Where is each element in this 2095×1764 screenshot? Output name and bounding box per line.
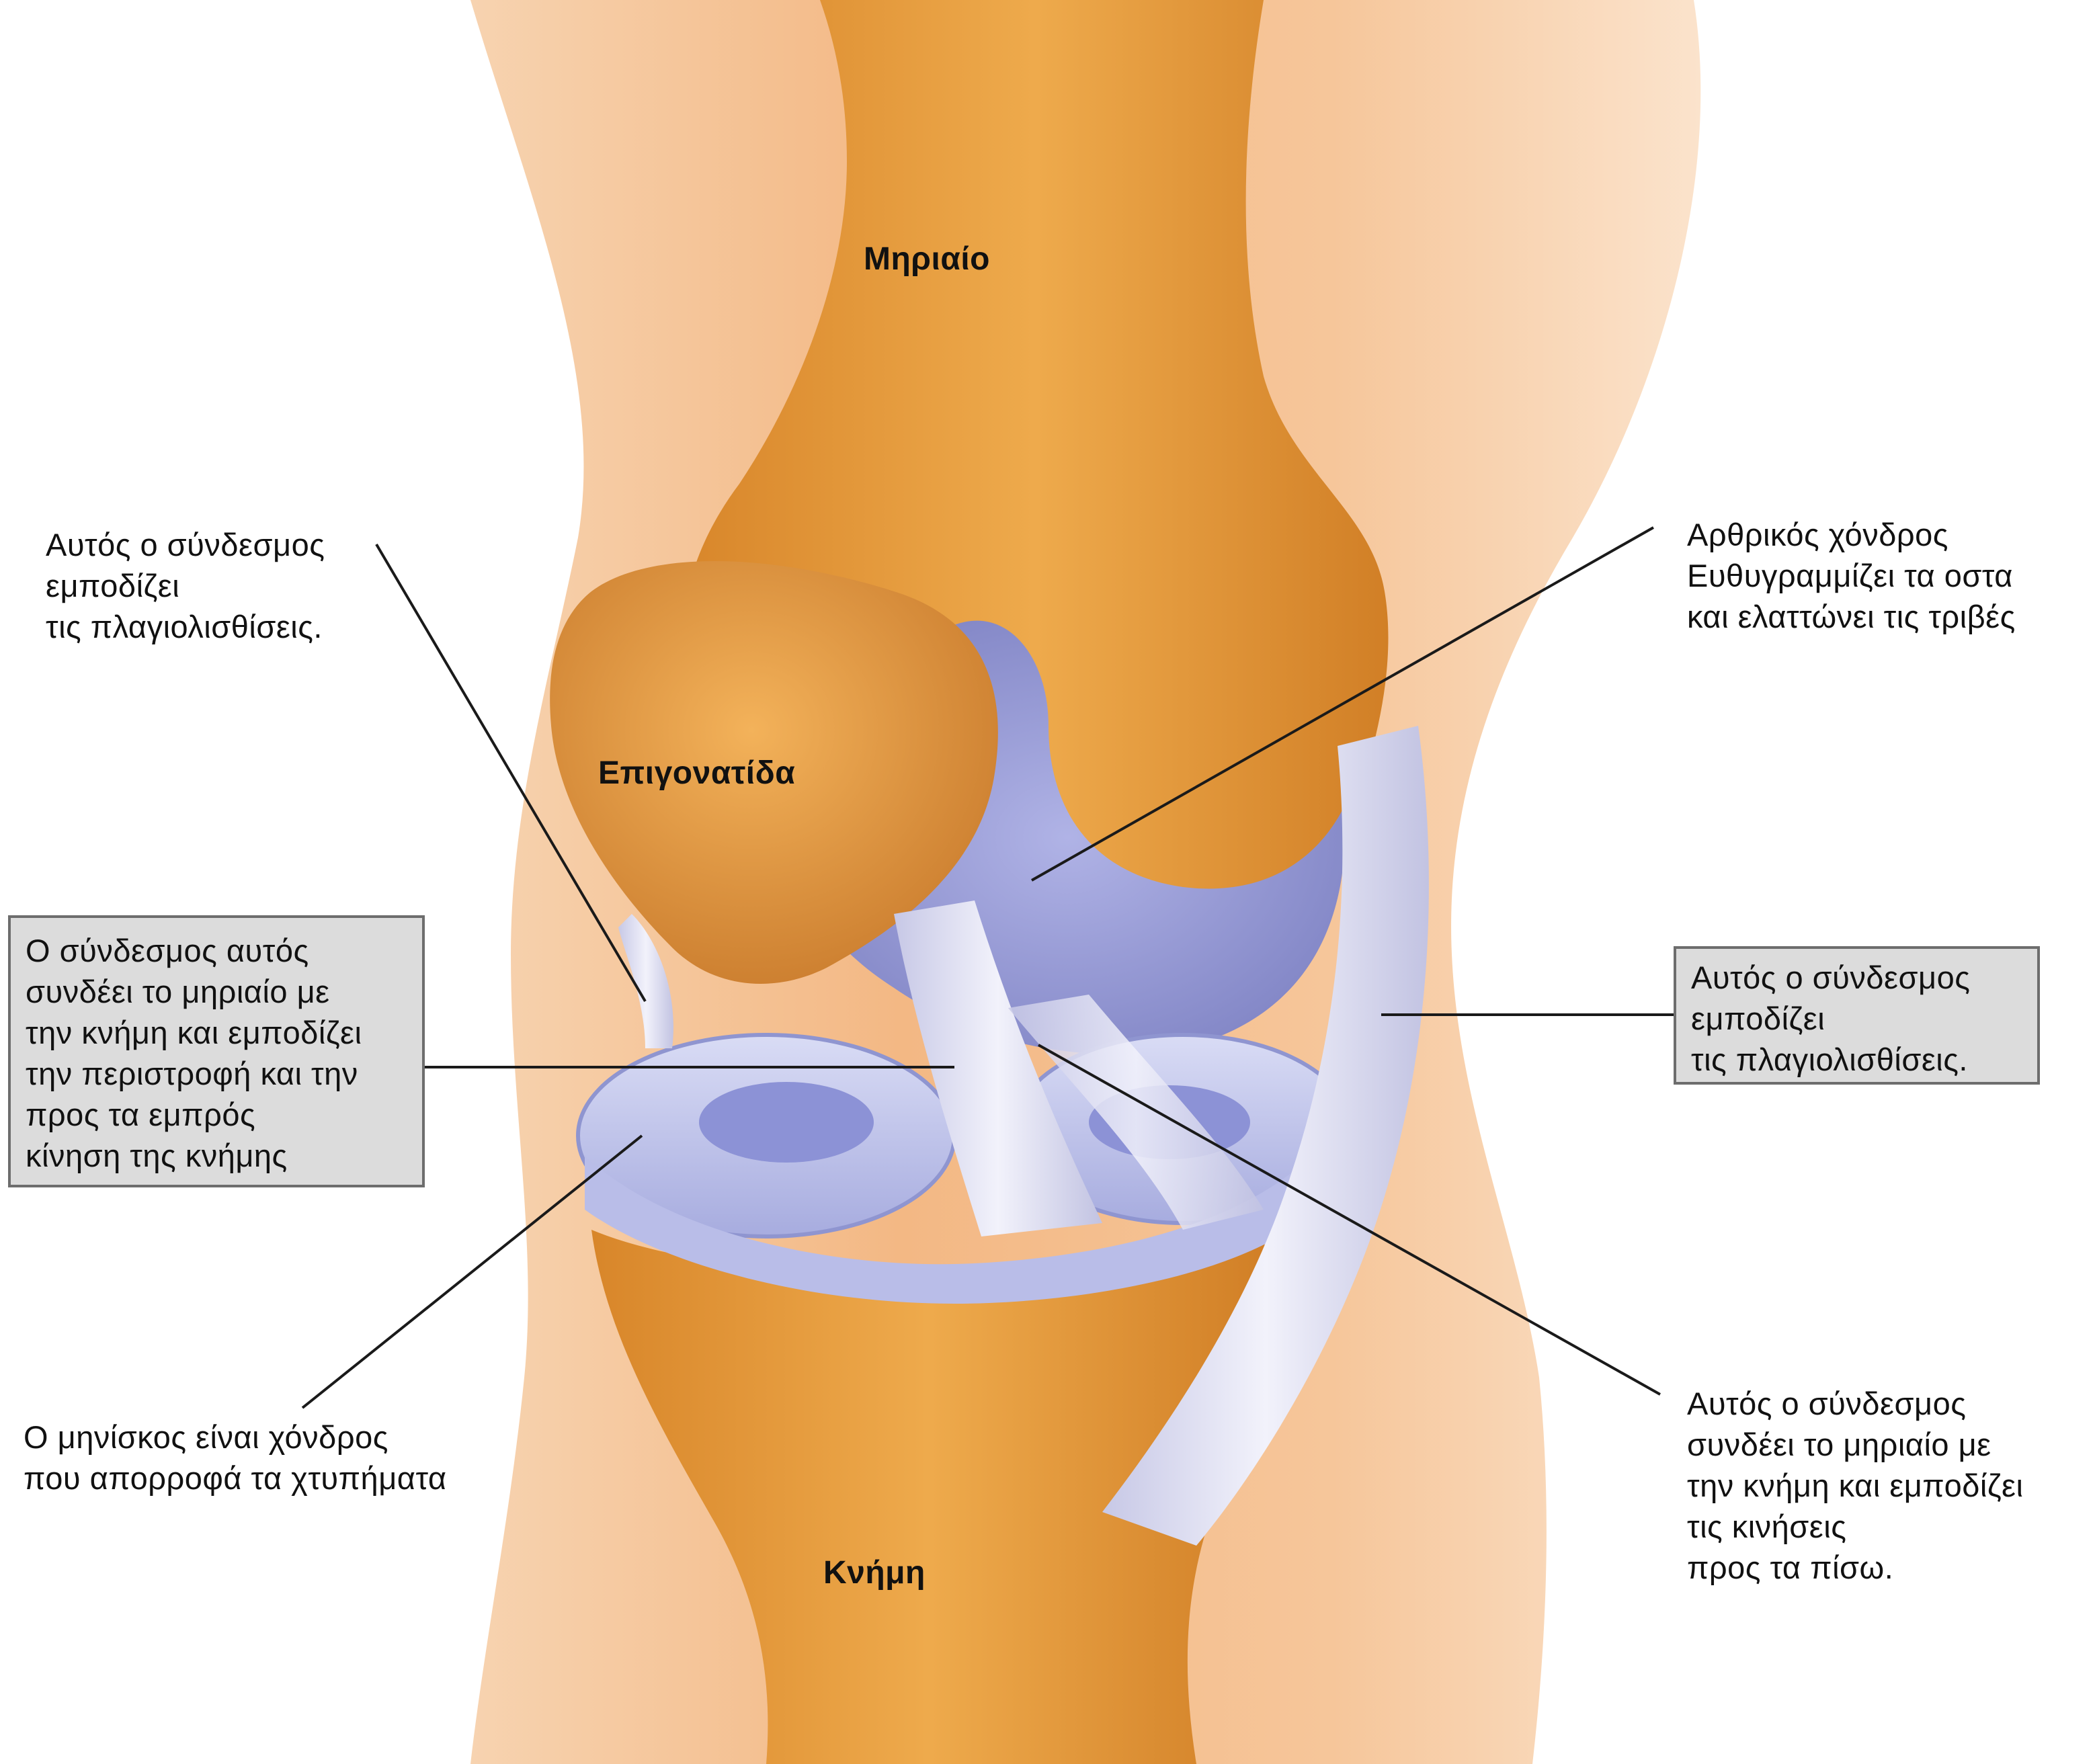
lateral-ligament-annotation: Αυτός ο σύνδεσμος εμποδίζει τις πλαγιολι…: [46, 527, 325, 644]
meniscus-annotation: Ο μηνίσκος είναι χόνδρος που απορροφά τα…: [24, 1419, 447, 1496]
articular-cartilage-annotation: Αρθρικός χόνδρος Ευθυγραμμίζει τα οστα κ…: [1687, 517, 2016, 634]
meniscus-left-hole: [699, 1082, 874, 1163]
medial-ligament-annotation: Αυτός ο σύνδεσμος εμποδίζει τις πλαγιολι…: [1691, 960, 1971, 1077]
leader-articular-cartilage: [1031, 526, 1654, 882]
leader-lateral-ligament: [375, 543, 647, 1003]
tibia-shape: [591, 1230, 1268, 1764]
tibial-plateau-shape: [585, 1156, 1317, 1304]
anterior-cruciate-box: Ο σύνδεσμος αυτός συνδέει το μηριαίο με …: [8, 915, 425, 1187]
femur-label: Μηριαίο: [864, 241, 990, 277]
posterior-cruciate-shape: [1008, 995, 1264, 1230]
leader-posterior-cruciate: [1038, 1044, 1661, 1396]
tibia-label: Κνήμη: [823, 1555, 926, 1591]
posterior-cruciate-annotation: Αυτός ο σύνδεσμος συνδέει το μηριαίο με …: [1687, 1386, 2024, 1585]
leader-lines: [301, 526, 1674, 1409]
anterior-cruciate-shape: [894, 900, 1102, 1236]
medial-ligament-box: Αυτός ο σύνδεσμος εμποδίζει τις πλαγιολι…: [1674, 946, 2040, 1085]
patella-shape: [550, 561, 998, 984]
leader-meniscus: [301, 1134, 643, 1409]
medial-collateral-shape: [1102, 726, 1429, 1546]
lateral-collateral-shape: [618, 914, 673, 1048]
patella-label: Επιγονατίδα: [598, 755, 796, 791]
anterior-cruciate-annotation: Ο σύνδεσμος αυτός συνδέει το μηριαίο με …: [26, 933, 362, 1173]
